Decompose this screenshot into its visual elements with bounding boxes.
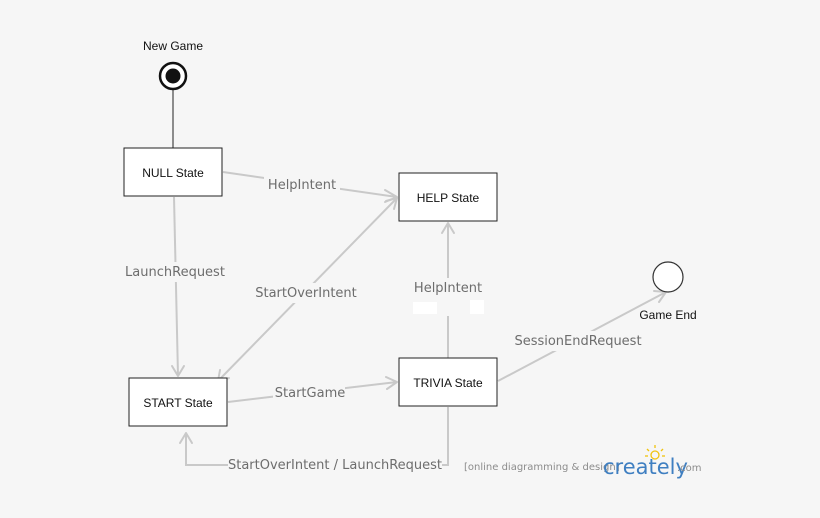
label-start-to-help: StartOverIntent [255, 286, 357, 301]
start-node[interactable] [158, 61, 188, 91]
state-null-label: NULL State [142, 166, 204, 180]
end-node[interactable] [652, 261, 684, 293]
watermark-logo-suffix: .com [677, 463, 702, 474]
label-null-to-help: HelpIntent [268, 178, 336, 193]
state-help-label: HELP State [417, 191, 480, 205]
label-trivia-to-help: HelpIntent [414, 281, 482, 296]
state-help[interactable]: HELP State [398, 172, 498, 222]
end-node-label: Game End [639, 308, 696, 322]
watermark: [online diagramming & design] creately .… [464, 445, 702, 479]
start-node-label: New Game [143, 39, 203, 53]
state-trivia-label: TRIVIA State [413, 376, 483, 390]
state-start-label: START State [143, 396, 213, 410]
label-null-to-start: LaunchRequest [125, 265, 225, 280]
label-gap-left [413, 302, 437, 314]
state-null[interactable]: NULL State [123, 147, 223, 197]
label-gap-right [470, 300, 484, 314]
label-start-to-trivia: StartGame [275, 386, 345, 401]
sun-icon [645, 445, 665, 460]
label-trivia-to-end: SessionEndRequest [514, 334, 641, 349]
state-start[interactable]: START State [128, 377, 228, 427]
watermark-tagline: [online diagramming & design] [464, 462, 620, 473]
state-trivia[interactable]: TRIVIA State [398, 357, 498, 407]
watermark-logo: creately [603, 455, 688, 479]
label-trivia-to-start: StartOverIntent / LaunchRequest [228, 458, 442, 473]
edge-null-to-start [171, 196, 185, 377]
